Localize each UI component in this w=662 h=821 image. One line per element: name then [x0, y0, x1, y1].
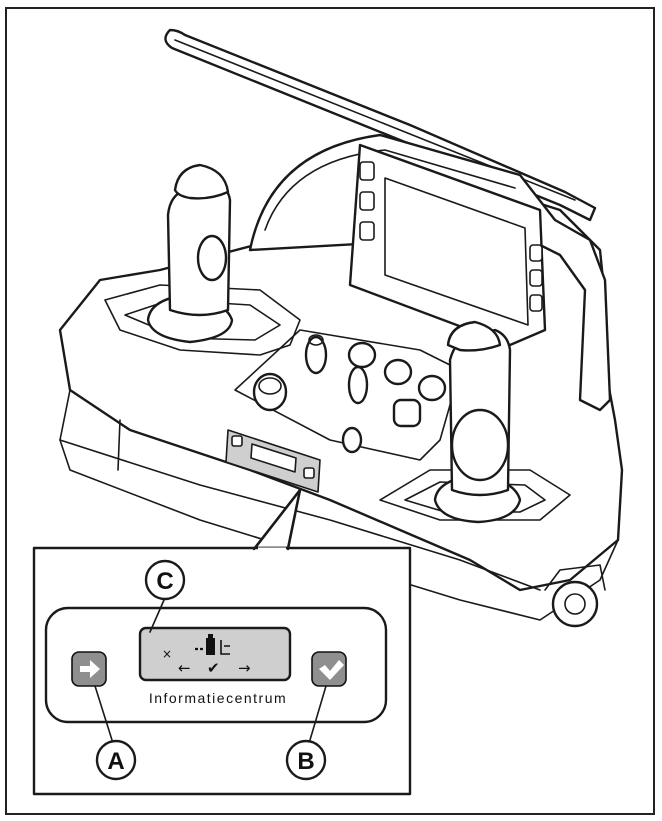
svg-text:B: B — [297, 748, 314, 775]
left-joystick — [146, 163, 234, 344]
leader-a — [94, 685, 113, 741]
callout-a: A — [95, 739, 137, 781]
panel-caption: Informatiecentrum — [149, 690, 287, 706]
leader-b — [309, 685, 327, 741]
caster-wheel — [544, 564, 606, 628]
svg-text:C: C — [156, 568, 173, 595]
console-illustration — [58, 28, 624, 628]
callout-c: C — [144, 559, 186, 601]
checkmark-icon — [319, 660, 344, 680]
button-b[interactable] — [311, 651, 347, 687]
button-a[interactable] — [71, 651, 107, 687]
right-joystick — [433, 320, 522, 524]
arrow-right-icon: → — [238, 659, 251, 677]
callout-b: B — [285, 739, 327, 781]
leader-c — [149, 599, 165, 633]
arrow-left-icon: ← — [178, 659, 191, 677]
lcd-x-symbol: × — [162, 647, 172, 661]
right-joystick-well — [379, 469, 571, 521]
display-unit — [348, 143, 547, 347]
battery-icon — [206, 638, 215, 655]
lcd-display: × ← ✔ → — [138, 626, 292, 682]
checkmark-icon: ✔ — [207, 659, 220, 677]
svg-text:A: A — [107, 748, 124, 775]
control-knobs — [252, 334, 447, 454]
console-info-panel — [225, 429, 321, 493]
arrow-right-icon — [80, 660, 100, 678]
zoom-callout: × ← ✔ → Informatiecentrum C — [32, 488, 412, 796]
